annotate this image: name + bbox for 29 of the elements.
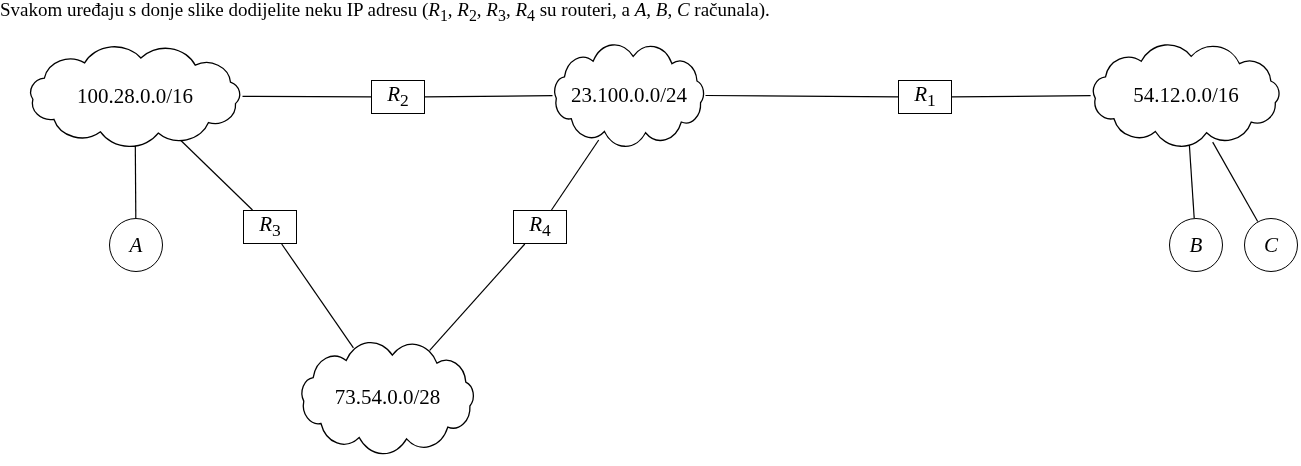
computer-circle xyxy=(1169,218,1223,272)
connection-line xyxy=(1188,143,1195,219)
connection-line xyxy=(241,95,372,98)
connection-line xyxy=(1212,141,1259,223)
router-box xyxy=(513,210,567,244)
router-box xyxy=(371,80,425,114)
connection-line xyxy=(550,139,600,211)
router-box xyxy=(898,80,952,114)
network-address: 54.12.0.0/16 xyxy=(1133,82,1239,108)
router-box xyxy=(243,210,297,244)
connection-line xyxy=(424,95,554,98)
connection-line xyxy=(281,243,354,349)
instruction-text: Svakom uređaju s donje slike dodijelite neku IP adresu (R$_{1}$, R$_{2}$, R$_{3}$, R$_{4}$ su routeri, a A, B, C računala). xyxy=(0,0,770,26)
router-label: R$_{1}$ xyxy=(914,82,936,112)
network-address: 23.100.0.0/24 xyxy=(570,82,688,108)
computer-circle xyxy=(1244,218,1298,272)
computer-label: A xyxy=(129,232,143,258)
computer-label: C xyxy=(1264,232,1278,258)
connection-line xyxy=(704,94,899,98)
router-label: R$_{4}$ xyxy=(529,212,551,242)
network-address: 100.28.0.0/16 xyxy=(76,83,194,109)
router-label: R$_{2}$ xyxy=(387,82,409,112)
router-label: R$_{3}$ xyxy=(259,212,281,242)
connection-line xyxy=(951,95,1092,98)
computer-circle xyxy=(109,218,163,272)
connection-line xyxy=(429,243,526,351)
network-address: 73.54.0.0/28 xyxy=(334,385,441,410)
computer-label: B xyxy=(1189,232,1203,258)
connection-line xyxy=(179,139,254,211)
